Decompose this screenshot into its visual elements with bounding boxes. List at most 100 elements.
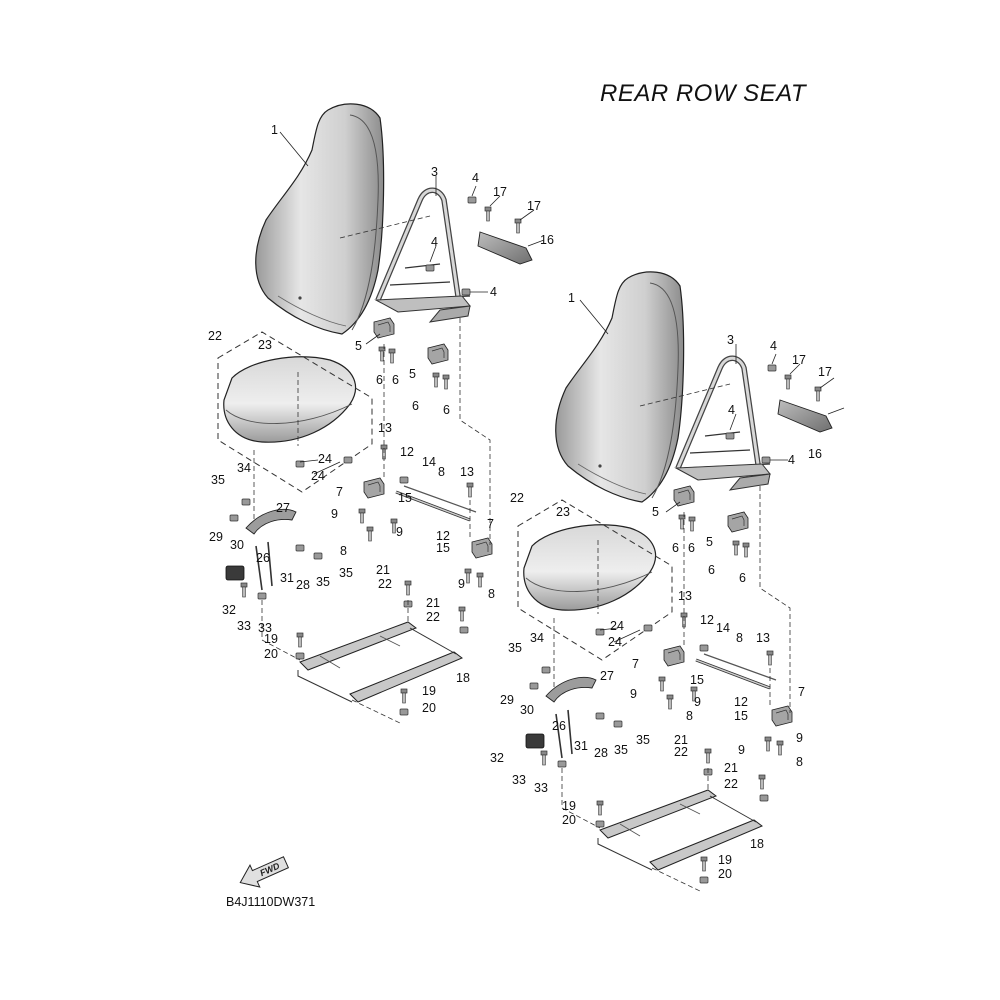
callout-19b: 19 <box>422 684 436 698</box>
callout-25rb: 24 <box>608 635 622 649</box>
callout-8: 8 <box>340 544 347 558</box>
callout-12r: 12 <box>700 613 714 627</box>
callout-35c: 35 <box>316 575 330 589</box>
callout-23r: 22 <box>510 491 524 505</box>
callout-33r: 34 <box>530 631 544 645</box>
callout-8r: 8 <box>686 709 693 723</box>
callout-9rd: 9 <box>796 731 803 745</box>
callout-4rc: 4 <box>788 453 795 467</box>
callout-17r: 17 <box>792 353 806 367</box>
callout-29: 29 <box>209 530 223 544</box>
callout-17: 17 <box>493 185 507 199</box>
callout-4c: 4 <box>490 285 497 299</box>
callout-16: 16 <box>540 233 554 247</box>
callout-7rb: 7 <box>798 685 805 699</box>
callout-27r: 27 <box>600 669 614 683</box>
callout-18r: 18 <box>750 837 764 851</box>
callout-11: 12 <box>436 529 450 543</box>
callout-25b: 24 <box>311 469 325 483</box>
callout-30r: 30 <box>520 703 534 717</box>
callout-9rc: 9 <box>738 743 745 757</box>
callout-7r: 7 <box>632 657 639 671</box>
callout-5rb: 5 <box>706 535 713 549</box>
fwd-arrow: FWD <box>239 856 290 888</box>
callout-6d: 6 <box>443 403 450 417</box>
callout-13r: 13 <box>678 589 692 603</box>
callout-9b: 9 <box>396 525 403 539</box>
callout-35b: 35 <box>339 566 353 580</box>
callout-34rb: 33 <box>534 781 548 795</box>
callout-20b: 20 <box>422 701 436 715</box>
callout-13b: 13 <box>460 465 474 479</box>
callout-22: 22 <box>378 577 392 591</box>
callout-3: 3 <box>431 165 438 179</box>
callout-21r: 21 <box>674 733 688 747</box>
callout-19: 19 <box>264 632 278 646</box>
callout-25r: 24 <box>610 619 624 633</box>
callout-14r: 15 <box>690 673 704 687</box>
callout-10: 8 <box>438 465 445 479</box>
callout-13: 13 <box>378 421 392 435</box>
callout-12: 12 <box>400 445 414 459</box>
callout-32: 32 <box>222 603 236 617</box>
callout-6rb: 6 <box>688 541 695 555</box>
callout-4b: 4 <box>431 235 438 249</box>
callout-13rb: 13 <box>756 631 770 645</box>
callout-19r: 19 <box>562 799 576 813</box>
callout-34: 33 <box>237 619 251 633</box>
callout-15r: 14 <box>716 621 730 635</box>
callout-25: 24 <box>318 452 332 466</box>
callout-5r: 5 <box>652 505 659 519</box>
callout-8b: 8 <box>488 587 495 601</box>
callout-14b: 15 <box>436 541 450 555</box>
callout-30: 30 <box>230 538 244 552</box>
callout-14rb: 15 <box>734 709 748 723</box>
callout-18: 18 <box>456 671 470 685</box>
diagram-title: REAR ROW SEAT <box>600 80 807 107</box>
callout-9r: 9 <box>630 687 637 701</box>
callout-24: 23 <box>258 338 272 352</box>
callout-5: 5 <box>355 339 362 353</box>
callout-34b: 33 <box>258 621 272 635</box>
callout-14: 15 <box>398 491 412 505</box>
callout-33: 34 <box>237 461 251 475</box>
callout-28: 28 <box>296 578 310 592</box>
callout-21b: 21 <box>426 596 440 610</box>
callout-9rb: 9 <box>694 695 701 709</box>
callout-6rc: 6 <box>708 563 715 577</box>
drawing-code: B4J1110DW371 <box>226 895 316 909</box>
callout-6: 6 <box>376 373 383 387</box>
callout-6b: 6 <box>392 373 399 387</box>
callout-31r: 31 <box>574 739 588 753</box>
callout-3r: 3 <box>727 333 734 347</box>
callout-20: 20 <box>264 647 278 661</box>
callout-26r: 26 <box>552 719 566 733</box>
callout-8rb: 8 <box>796 755 803 769</box>
callout-20r: 20 <box>562 813 576 827</box>
callout-23: 22 <box>208 329 222 343</box>
callout-35rb: 35 <box>636 733 650 747</box>
callout-17b: 17 <box>527 199 541 213</box>
callout-20rb: 20 <box>718 867 732 881</box>
callout-34r: 33 <box>512 773 526 787</box>
callout-17rb: 17 <box>818 365 832 379</box>
callout-21: 21 <box>376 563 390 577</box>
callout-22b: 22 <box>426 610 440 624</box>
callout-22rb: 22 <box>724 777 738 791</box>
callout-9c: 9 <box>458 577 465 591</box>
callout-1r: 1 <box>568 291 575 305</box>
callout-27: 27 <box>276 501 290 515</box>
callout-4r: 4 <box>770 339 777 353</box>
callout-9: 9 <box>331 507 338 521</box>
callout-6c: 6 <box>412 399 419 413</box>
callout-28r: 28 <box>594 746 608 760</box>
callout-19rb: 19 <box>718 853 732 867</box>
callout-26: 26 <box>256 551 270 565</box>
callout-11r: 12 <box>734 695 748 709</box>
callout-22r: 22 <box>674 745 688 759</box>
callout-6r: 6 <box>672 541 679 555</box>
callout-32r: 32 <box>490 751 504 765</box>
callout-21rb: 21 <box>724 761 738 775</box>
